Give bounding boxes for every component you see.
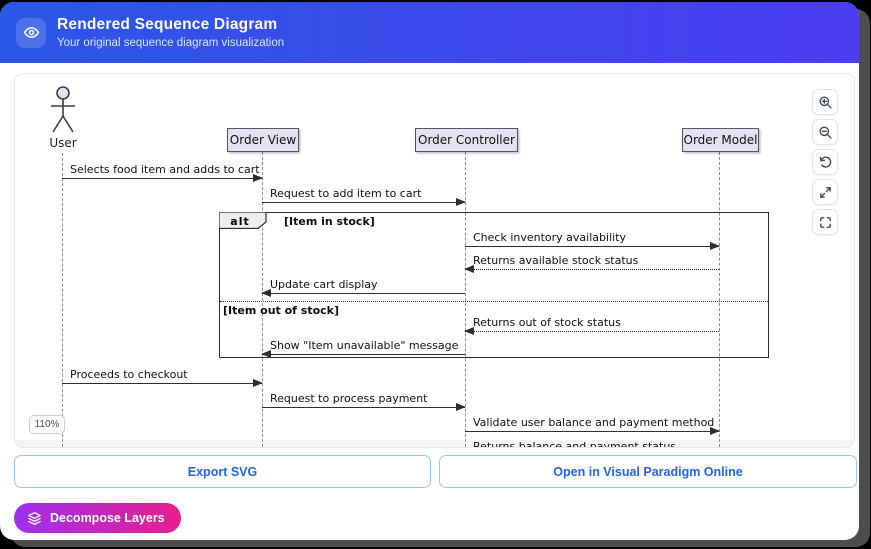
zoom-in-button[interactable] [812, 89, 838, 115]
actor-label: User [49, 136, 77, 150]
fit-view-button[interactable] [812, 209, 838, 235]
header-banner: Rendered Sequence Diagram Your original … [0, 2, 859, 63]
diagram-canvas[interactable]: User Order View Order Controller Order M… [14, 73, 855, 448]
zoom-out-button[interactable] [812, 119, 838, 145]
fit-view-icon [819, 216, 831, 228]
app-window: Rendered Sequence Diagram Your original … [0, 2, 859, 540]
participant-order-controller: Order Controller [415, 128, 518, 152]
guard-item-out-of-stock: [Item out of stock] [223, 304, 340, 317]
eye-icon [16, 17, 46, 48]
layers-icon [28, 511, 41, 525]
page-subtitle: Your original sequence diagram visualiza… [57, 37, 285, 49]
guard-item-in-stock: [Item in stock] [284, 215, 375, 228]
header-titles: Rendered Sequence Diagram Your original … [57, 16, 284, 49]
zoom-in-icon [818, 95, 832, 109]
lifeline-order-model [719, 152, 720, 447]
open-visual-paradigm-button[interactable]: Open in Visual Paradigm Online [439, 455, 857, 488]
participant-order-model: Order Model [682, 128, 759, 152]
canvas-footer-strip [15, 440, 854, 447]
alt-divider [220, 301, 768, 302]
lifeline-user [62, 153, 63, 447]
user-actor-icon [51, 86, 75, 133]
reset-view-icon [819, 155, 831, 168]
decompose-layers-button[interactable]: Decompose Layers [14, 503, 181, 533]
zoom-level-badge: 110% [29, 415, 65, 434]
canvas-controls [812, 89, 838, 235]
lifeline-order-controller [465, 152, 466, 447]
alt-operator-label: alt [230, 215, 250, 228]
page-title: Rendered Sequence Diagram [57, 16, 278, 33]
zoom-out-icon [818, 125, 832, 139]
maximize-icon [819, 186, 831, 198]
export-svg-button[interactable]: Export SVG [14, 455, 431, 488]
maximize-button[interactable] [812, 179, 838, 205]
decompose-layers-label: Decompose Layers [50, 511, 165, 525]
alt-fragment-frame: alt [Item in stock] [Item out of stock] [219, 212, 769, 358]
participant-order-view: Order View [227, 128, 299, 152]
lifeline-order-view [262, 152, 263, 447]
alt-operator-pentagon [219, 212, 267, 229]
reset-view-button[interactable] [812, 149, 838, 175]
